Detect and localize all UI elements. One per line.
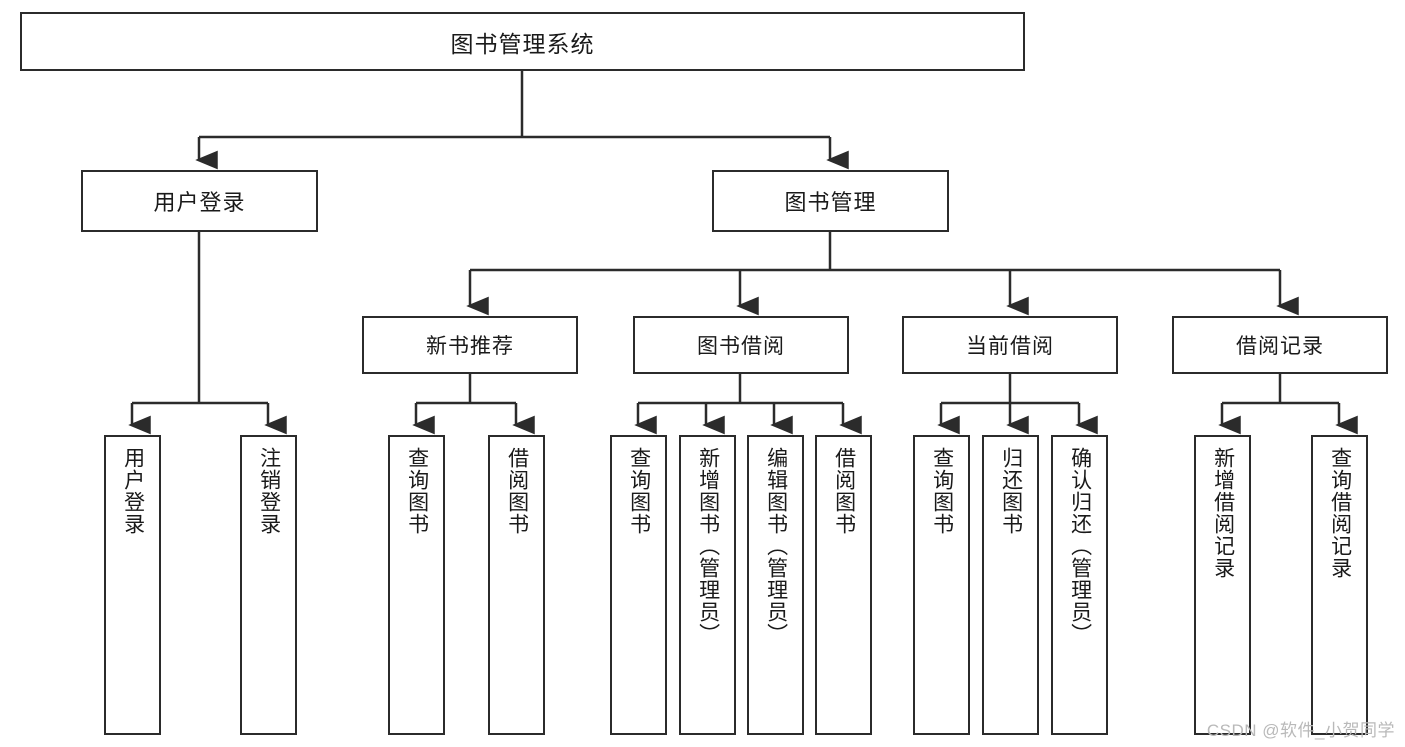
node-current-borrow-label: 当前借阅 xyxy=(966,335,1054,358)
leaf-query-book-borrow[interactable]: 查询图书 xyxy=(610,435,667,735)
leaf-borrow-book-recommend-label: 借阅图书 xyxy=(505,447,529,535)
node-user-login[interactable]: 用户登录 xyxy=(81,170,318,232)
leaf-query-borrow-record[interactable]: 查询借阅记录 xyxy=(1311,435,1368,735)
csdn-watermark: CSDN @软件_小贺同学 xyxy=(1206,721,1395,740)
node-book-management-label: 图书管理 xyxy=(784,190,877,215)
node-root[interactable]: 图书管理系统 xyxy=(20,12,1025,71)
node-root-label: 图书管理系统 xyxy=(450,30,595,57)
node-user-login-label: 用户登录 xyxy=(153,190,246,215)
node-current-borrow[interactable]: 当前借阅 xyxy=(902,316,1118,374)
leaf-return-book-label: 归还图书 xyxy=(999,447,1023,535)
node-borrow-record-label: 借阅记录 xyxy=(1236,335,1324,358)
node-book-borrow[interactable]: 图书借阅 xyxy=(633,316,849,374)
node-borrow-record[interactable]: 借阅记录 xyxy=(1172,316,1388,374)
leaf-logout[interactable]: 注销登录 xyxy=(240,435,297,735)
leaf-borrow-book[interactable]: 借阅图书 xyxy=(815,435,872,735)
leaf-add-borrow-record[interactable]: 新增借阅记录 xyxy=(1194,435,1251,735)
leaf-query-book-current[interactable]: 查询图书 xyxy=(913,435,970,735)
leaf-edit-book-admin-label: 编辑图书（管理员） xyxy=(764,447,788,645)
leaf-query-book-recommend[interactable]: 查询图书 xyxy=(388,435,445,735)
node-book-management[interactable]: 图书管理 xyxy=(712,170,949,232)
leaf-logout-label: 注销登录 xyxy=(257,447,281,535)
node-book-borrow-label: 图书借阅 xyxy=(697,335,785,358)
node-new-book-recommend[interactable]: 新书推荐 xyxy=(362,316,578,374)
leaf-borrow-book-recommend[interactable]: 借阅图书 xyxy=(488,435,545,735)
leaf-edit-book-admin[interactable]: 编辑图书（管理员） xyxy=(747,435,804,735)
leaf-query-borrow-record-label: 查询借阅记录 xyxy=(1328,447,1352,579)
leaf-confirm-return-admin[interactable]: 确认归还（管理员） xyxy=(1051,435,1108,735)
node-new-book-recommend-label: 新书推荐 xyxy=(426,335,514,358)
leaf-query-book-current-label: 查询图书 xyxy=(930,447,954,535)
leaf-user-login[interactable]: 用户登录 xyxy=(104,435,161,735)
leaf-query-book-borrow-label: 查询图书 xyxy=(627,447,651,535)
leaf-user-login-label: 用户登录 xyxy=(121,447,145,535)
leaf-return-book[interactable]: 归还图书 xyxy=(982,435,1039,735)
leaf-query-book-recommend-label: 查询图书 xyxy=(405,447,429,535)
leaf-borrow-book-label: 借阅图书 xyxy=(832,447,856,535)
leaf-add-book-admin-label: 新增图书（管理员） xyxy=(696,447,720,645)
leaf-add-borrow-record-label: 新增借阅记录 xyxy=(1211,447,1235,579)
leaf-confirm-return-admin-label: 确认归还（管理员） xyxy=(1068,447,1092,645)
leaf-add-book-admin[interactable]: 新增图书（管理员） xyxy=(679,435,736,735)
